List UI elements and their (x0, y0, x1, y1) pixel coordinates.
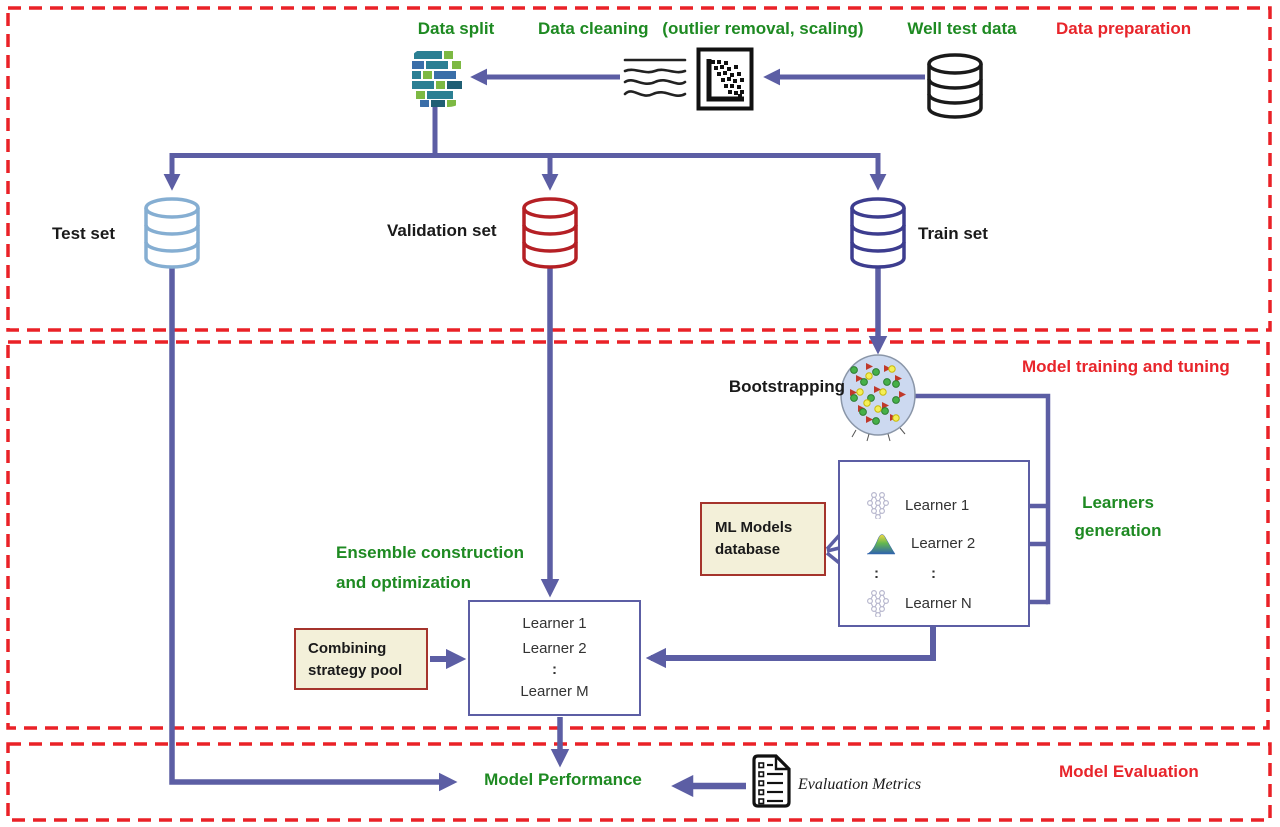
ensemble-title-line2: and optimization (336, 573, 472, 592)
neural-net-icon (866, 491, 890, 519)
learners-generation-line1: Learners (1082, 493, 1154, 512)
test-set-label: Test set (52, 224, 115, 243)
train-set-database-icon (850, 197, 906, 269)
learners-generation-line2: generation (1074, 521, 1162, 540)
test-set-database-icon (144, 197, 200, 269)
scaling-waves-icon (623, 58, 687, 97)
ml-models-line1: ML Models (715, 519, 793, 536)
outlier-removal-icon (696, 47, 754, 111)
data-split-label: Data split (417, 19, 495, 38)
validation-set-database-icon (522, 197, 578, 269)
learner-row-n: Learner N (866, 584, 1028, 622)
ml-models-line2: database (715, 541, 781, 558)
data-cleaning-text: Data cleaning (538, 19, 649, 38)
ensemble-member-1: Learner 1 (522, 615, 587, 632)
combining-line1: Combining (308, 640, 387, 657)
learner-row-1: Learner 1 (866, 486, 1028, 524)
ml-models-database-box: ML Models database (700, 502, 826, 576)
data-split-icon (411, 49, 463, 107)
section-title-data-preparation: Data preparation (1056, 19, 1192, 38)
learners-box: Learner 1 Learner 2 : : Learner N (838, 460, 1030, 627)
ensemble-box: Learner 1 Learner 2 : Learner M (468, 600, 641, 716)
evaluation-metrics-label: Evaluation Metrics (798, 776, 922, 793)
train-set-label: Train set (918, 224, 988, 243)
bootstrapping-label: Bootstrapping (728, 377, 845, 396)
learners-dots-icon-col: : (874, 564, 879, 582)
surface-plot-icon (866, 534, 896, 555)
learner-2-label: Learner 2 (911, 534, 976, 552)
learners-dots-label-col: : (931, 564, 936, 582)
combining-strategy-box: Combining strategy pool (294, 628, 428, 690)
combining-line2: strategy pool (308, 662, 403, 679)
validation-set-label: Validation set (387, 221, 497, 240)
ensemble-title: Ensemble construction and optimization (336, 538, 524, 598)
learner-1-label: Learner 1 (905, 496, 970, 514)
data-cleaning-detail: (outlier removal, scaling) (662, 19, 864, 38)
well-test-database-icon (927, 53, 983, 119)
model-performance-label: Model Performance (484, 770, 642, 789)
well-test-data-label: Well test data (907, 19, 1017, 38)
section-title-model-evaluation: Model Evaluation (1059, 762, 1199, 781)
evaluation-metrics-icon (752, 754, 791, 808)
neural-net-icon (866, 589, 890, 617)
data-cleaning-label: Data cleaning (outlier removal, scaling) (538, 19, 864, 39)
bootstrapping-sample-icon (840, 354, 916, 442)
learner-row-2: Learner 2 (866, 524, 1028, 562)
ensemble-dots: : (552, 661, 557, 678)
learners-generation-label: Learners generation (1052, 489, 1184, 545)
ensemble-member-m: Learner M (520, 683, 589, 700)
learner-n-label: Learner N (905, 594, 972, 612)
ensemble-title-line1: Ensemble construction (336, 543, 524, 562)
section-title-model-training: Model training and tuning (1022, 357, 1230, 376)
learners-dots-row: : : (874, 562, 1028, 584)
ensemble-member-2: Learner 2 (522, 640, 587, 657)
